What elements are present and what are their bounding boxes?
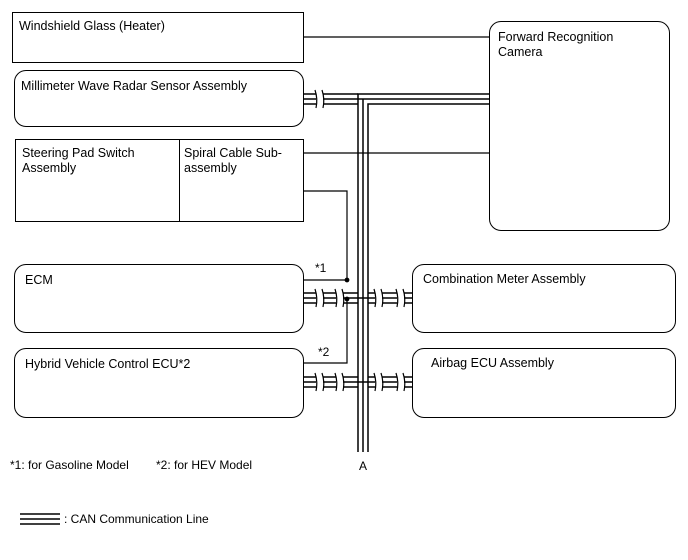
legend-can-line-symbol <box>20 513 60 525</box>
spiral-cable-label: Spiral Cable Sub- assembly <box>184 146 282 175</box>
spiral-cable-box <box>179 139 304 222</box>
footnote-hev: *2: for HEV Model <box>156 458 253 472</box>
airbag-ecu-box <box>412 348 676 418</box>
bus-end-label-a: A <box>359 459 368 473</box>
radar-sensor-label: Millimeter Wave Radar Sensor Assembly <box>21 79 247 93</box>
can-main-bus <box>357 93 489 452</box>
ecm-box <box>14 264 304 333</box>
windshield-glass-box <box>12 12 304 63</box>
radar-sensor-box <box>14 70 304 127</box>
star2-line <box>304 299 348 364</box>
legend-can-label: : CAN Communication Line <box>64 512 209 526</box>
combination-meter-label: Combination Meter Assembly <box>423 272 586 286</box>
hybrid-vehicle-ecu-box <box>14 348 304 418</box>
ecm-label: ECM <box>25 273 53 287</box>
combination-meter-box <box>412 264 676 333</box>
forward-recognition-camera-box <box>489 21 670 231</box>
steering-pad-switch-label: Steering Pad Switch Assembly <box>22 146 135 175</box>
steering-pad-switch-box <box>15 139 181 222</box>
footnote-gasoline: *1: for Gasoline Model <box>10 458 129 472</box>
forward-recognition-camera-label: Forward Recognition Camera <box>498 30 614 59</box>
hybrid-vehicle-ecu-label: Hybrid Vehicle Control ECU*2 <box>25 357 191 371</box>
airbag-ecu-label: Airbag ECU Assembly <box>431 356 554 370</box>
windshield-glass-label: Windshield Glass (Heater) <box>19 19 165 33</box>
spiral-ecm-line <box>304 190 348 281</box>
line-break-marks <box>314 89 406 392</box>
marker-star2: *2 <box>318 345 330 359</box>
marker-star1: *1 <box>315 261 327 275</box>
